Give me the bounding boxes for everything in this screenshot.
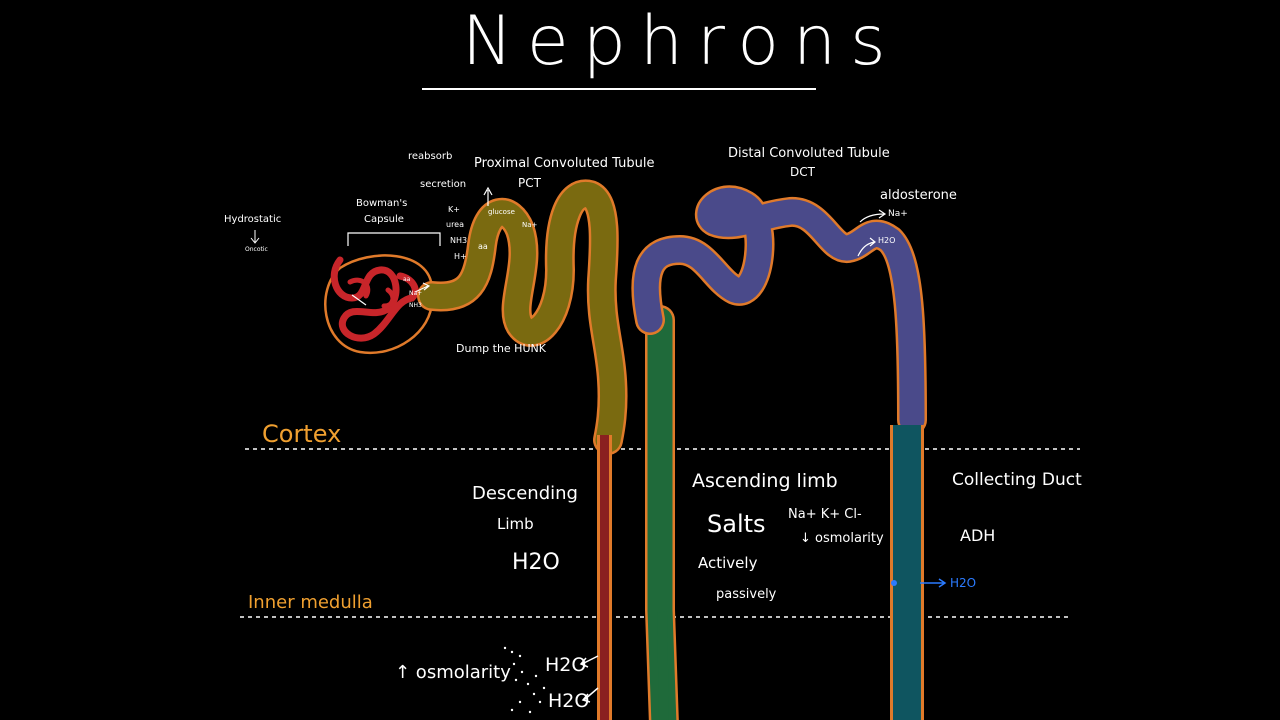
capsule-label: Capsule (364, 214, 404, 225)
dct-abbr-label: DCT (790, 165, 815, 179)
h2o-bottom-label-1: H2O (545, 654, 587, 676)
nh3-glom-label: NH3 (409, 302, 422, 309)
osmolarity-down-label: ↓ osmolarity (800, 531, 884, 546)
glomerulus-inner (347, 277, 396, 309)
bowmans-capsule (324, 254, 434, 355)
osmolarity-up-label: ↑ osmolarity (395, 662, 511, 683)
bowmans-bracket (347, 232, 441, 246)
aa-glom-label: aa (403, 276, 411, 283)
hydrostatic-down-arrow (250, 230, 260, 244)
adh-label: ADH (960, 526, 996, 545)
dump-hunk-label: Dump the HUNK (456, 342, 546, 355)
dct-h2o-arrow (857, 237, 876, 257)
inner-medulla-label: Inner medulla (248, 592, 373, 613)
oncotic-label: Oncotic (245, 246, 268, 253)
salts-label: Salts (707, 510, 766, 538)
pct-tubule (419, 182, 625, 453)
collecting-duct-label: Collecting Duct (952, 470, 1082, 490)
glom-internal-arrow (351, 294, 367, 306)
h2o-dct-label: H2O (878, 236, 896, 245)
actively-label: Actively (698, 554, 758, 572)
glom-filtrate-arrow (414, 282, 431, 293)
reabsorb-label: reabsorb (408, 151, 453, 162)
bottom-h2o-arrow-2 (581, 687, 599, 703)
hydrostatic-label: Hydrostatic (224, 214, 282, 225)
pct-secretion-arrow (483, 186, 493, 206)
secretion-label: secretion (420, 179, 467, 190)
h2o-descending-label: H2O (512, 550, 560, 575)
h2o-bottom-label-2: H2O (548, 690, 590, 712)
ascending-limb-thin-part (657, 611, 669, 720)
aa-pct-label: aa (478, 242, 488, 251)
aldosterone-label: aldosterone (880, 188, 957, 203)
pct-abbr-label: PCT (518, 176, 541, 190)
cd-h2o-arrow (920, 578, 947, 588)
cd-h2o-dot (891, 580, 897, 586)
k-plus-label: K+ (448, 205, 460, 214)
na-pct-label: Na+ (522, 221, 538, 229)
bowmans-label: Bowman's (356, 198, 408, 209)
dct-name-label: Distal Convoluted Tubule (728, 146, 890, 161)
h2o-cd-label: H2O (950, 576, 977, 590)
descending-label: Descending (472, 483, 578, 504)
dct-tubule (633, 187, 925, 433)
limb-label: Limb (497, 515, 534, 533)
page-title: Nephrons (462, 2, 900, 81)
na-glom-label: Na+ (409, 290, 423, 297)
glucose-label: glucose (488, 208, 515, 216)
glomerulus (330, 256, 419, 342)
bottom-h2o-arrow-1 (579, 655, 599, 668)
urea-label: urea (446, 220, 465, 229)
passively-label: passively (716, 587, 777, 602)
nh3-label: NH3 (450, 236, 468, 245)
cortex-label: Cortex (262, 420, 342, 448)
ascending-limb-label: Ascending limb (692, 470, 838, 492)
ions-label: Na+ K+ Cl- (788, 507, 862, 522)
pct-name-label: Proximal Convoluted Tubule (474, 156, 655, 171)
h-plus-label: H+ (454, 252, 467, 261)
descending-limb (600, 435, 609, 720)
dct-na-arrow (859, 209, 887, 223)
osmolarity-dots (503, 646, 546, 714)
na-dct-label: Na+ (888, 209, 908, 219)
